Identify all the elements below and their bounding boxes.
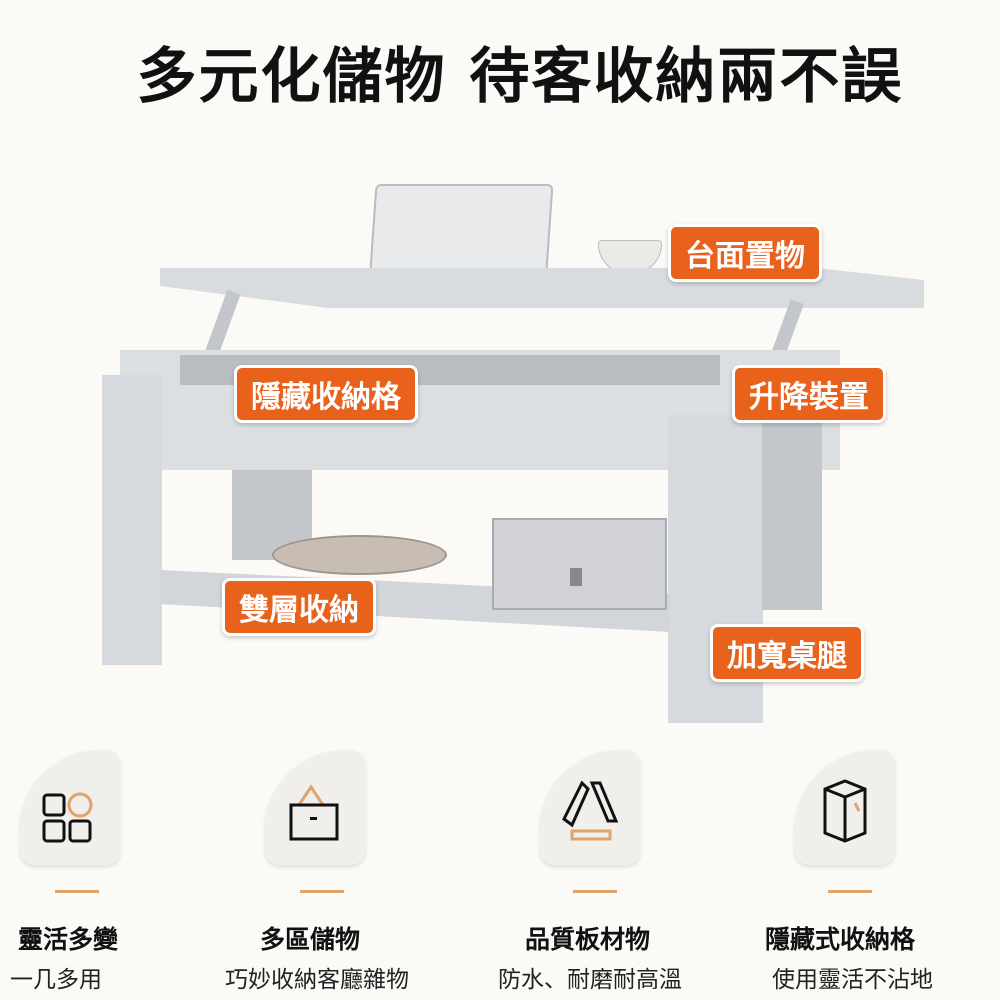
divider [573, 890, 617, 893]
board-material-icon [562, 780, 619, 841]
feature-title: 靈活多變 [18, 925, 119, 954]
leg-back-right [762, 410, 822, 610]
feature-title: 品質板材物 [525, 925, 651, 954]
tag-double-shelf: 雙層收納 [222, 578, 376, 636]
storage-box-icon [289, 784, 339, 841]
tag-wide-legs: 加寬桌腿 [710, 624, 864, 682]
tag-tabletop-storage: 台面置物 [668, 224, 822, 282]
feature-hidden-compartment: 隱藏式收納格 使用靈活不沾地 [760, 740, 960, 1000]
divider [55, 890, 99, 893]
feature-flexible: 靈活多變 一几多用 [0, 740, 200, 1000]
feature-subtitle: 一几多用 [10, 967, 102, 993]
feature-subtitle: 防水、耐磨耐高溫 [498, 967, 682, 993]
feature-title: 多區儲物 [260, 925, 361, 954]
divider [828, 890, 872, 893]
feature-title: 隱藏式收納格 [765, 925, 916, 954]
feature-multi-storage: 多區儲物 巧妙收納客廳雜物 [220, 740, 420, 1000]
tag-lift-mechanism: 升降裝置 [732, 365, 886, 423]
feature-subtitle: 巧妙收納客廳雜物 [225, 967, 409, 993]
leg-left [102, 375, 162, 665]
plate [272, 535, 447, 575]
tag-hidden-compartment: 隱藏收納格 [234, 365, 418, 423]
divider [300, 890, 344, 893]
storage-box [492, 518, 667, 610]
grid-circle-icon [42, 792, 93, 843]
headline: 多元化儲物 待客收納兩不誤 [136, 42, 904, 112]
box-handle [570, 568, 582, 586]
feature-subtitle: 使用靈活不沾地 [772, 967, 933, 993]
cube-icon [823, 779, 867, 843]
feature-quality-board: 品質板材物 防水、耐磨耐高溫 [490, 740, 690, 1000]
